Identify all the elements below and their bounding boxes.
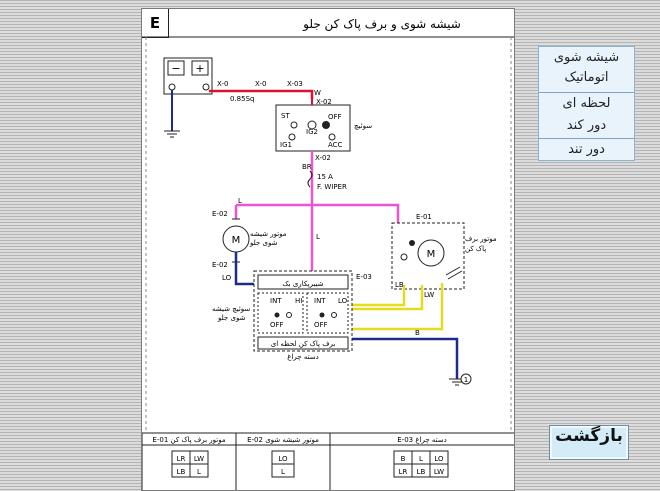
- menu-item-momentary[interactable]: لحظه ای: [562, 96, 611, 111]
- diagram-label: سوئیچ: [354, 122, 372, 130]
- menu-item-slow[interactable]: دور کند: [566, 118, 607, 133]
- diagram-label: LO: [222, 274, 232, 282]
- wire-x02-top-label: X-02: [316, 98, 332, 106]
- diagram-label: OFF: [270, 321, 284, 329]
- diagram-label: L: [316, 233, 320, 241]
- diagram-label: E-03 دسته چراغ: [397, 436, 446, 444]
- diagram-label: LB: [177, 468, 186, 476]
- wire-x0-label: X-0: [217, 80, 228, 88]
- diagram-label: L: [197, 468, 201, 476]
- diagram-label: برف پاک کن لحظه ای: [271, 340, 336, 348]
- diagram-label: پاک کن: [465, 245, 486, 253]
- menu-divider: [539, 92, 634, 93]
- wire-w-label: W: [314, 89, 321, 97]
- diagram-label: موتور شیشه: [250, 230, 287, 238]
- diagram-label: موتور برف: [465, 235, 497, 243]
- diagram-label: LO: [278, 455, 288, 463]
- diagram-label: ACC: [328, 141, 343, 149]
- menu-divider: [539, 138, 634, 139]
- diagram-label: B: [401, 455, 406, 463]
- diagram-label: LO: [338, 297, 348, 305]
- diagram-label: E-01: [416, 213, 432, 221]
- diagram-label: E-03: [356, 273, 372, 281]
- diagram-label: INT: [270, 297, 282, 305]
- diagram-label: LB: [417, 468, 426, 476]
- diagram-label: F. WIPER: [317, 183, 347, 191]
- diagram-label: OFF: [328, 113, 342, 121]
- diagram-label: OFF: [314, 321, 328, 329]
- diagram-label: IG1: [280, 141, 292, 149]
- diagram-label: +: [195, 62, 204, 75]
- diagram-label: −: [171, 62, 180, 75]
- diagram-label: ST: [281, 112, 290, 120]
- menu-item-automatic[interactable]: اتوماتیک: [564, 70, 609, 85]
- menu-item-fast[interactable]: دور تند: [568, 142, 605, 157]
- diagram-label: 15 A: [317, 173, 333, 181]
- diagram-label: M: [427, 249, 436, 260]
- diagram-label: INT: [314, 297, 326, 305]
- ignition-switch: ST OFF IG2 IG1 ACC سوئیچ: [275, 104, 372, 152]
- wiring-diagram-page: E شیشه شوی و برف پاک کن جلو − + X-0 X-0 …: [141, 8, 515, 491]
- diagram-label: L: [281, 468, 285, 476]
- diagram-label: E-02: [212, 261, 228, 269]
- wire-x03-label: X-03: [287, 80, 303, 88]
- diagram-label: E-02: [212, 210, 228, 218]
- mode-menu: شیشه شوی اتوماتیک لحظه ای دور کند دور تن…: [538, 46, 635, 161]
- diagram-label: B: [415, 329, 420, 337]
- wiper-motor: E-01 M موتور برف پاک کن: [391, 213, 497, 290]
- diagram-label: LW: [434, 468, 444, 476]
- diagram-label: L: [238, 197, 242, 205]
- diagram-label: E-02 موتور شیشه شوی: [247, 436, 319, 444]
- diagram-label: HI: [295, 297, 302, 305]
- washer-motor: E-02 M موتور شیشه شوی جلو E-02: [212, 210, 287, 269]
- diagram-label: IG2: [306, 128, 318, 136]
- diagram-label: BR: [302, 163, 312, 171]
- diagram-label: L: [419, 455, 423, 463]
- diagram-label: LW: [424, 291, 434, 299]
- diagram-label: سوئیچ شیشه: [212, 305, 250, 313]
- wire-x0b-label: X-0: [255, 80, 266, 88]
- wire-gauge-label: 0.85Sq: [230, 95, 254, 103]
- battery: − +: [163, 57, 213, 95]
- back-button[interactable]: بازگشت: [549, 425, 629, 460]
- combination-switch: شیبرپکاری بک INT HI OFF INT LO OFF برف پ…: [212, 270, 372, 361]
- diagram-label: شوی جلو: [249, 239, 278, 247]
- diagram-label: E-01 موتور برف پاک کن: [152, 436, 225, 444]
- diagram-label: شوی جلو: [217, 314, 246, 322]
- connector-table: E-01 موتور برف پاک کن E-02 موتور شیشه شو…: [142, 432, 514, 490]
- diagram-label: 1: [464, 376, 468, 384]
- menu-item-washer[interactable]: شیشه شوی: [553, 50, 620, 65]
- diagram-label: دسته چراغ: [287, 353, 318, 361]
- diagram-title: شیشه شوی و برف پاک کن جلو: [302, 17, 461, 32]
- diagram-label: LB: [395, 281, 404, 289]
- diagram-label: LO: [434, 455, 444, 463]
- diagram-label: LR: [177, 455, 186, 463]
- diagram-label: M: [232, 235, 241, 246]
- diagram-label: X-02: [315, 154, 331, 162]
- diagram-label: شیبرپکاری بک: [282, 280, 323, 288]
- wiring-diagram: شیشه شوی و برف پاک کن جلو − + X-0 X-0 X-…: [142, 17, 514, 490]
- diagram-label: LR: [399, 468, 408, 476]
- diagram-label: LW: [194, 455, 204, 463]
